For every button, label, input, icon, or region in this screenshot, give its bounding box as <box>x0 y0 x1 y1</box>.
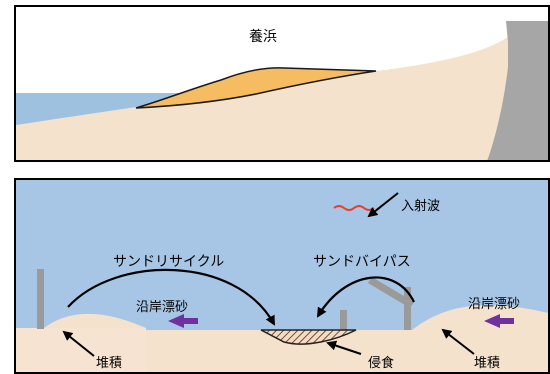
groin-left <box>37 269 44 329</box>
breakwater-diagonal <box>368 277 414 308</box>
nourishment-label: 養浜 <box>249 28 277 45</box>
erosion-pointer <box>326 340 362 355</box>
left-beach <box>16 328 146 372</box>
left-deposition-wedge <box>44 313 146 328</box>
deposition-left-label: 堆積 <box>96 356 122 371</box>
erosion-label: 侵食 <box>368 355 394 371</box>
seawall <box>487 21 548 160</box>
sand-management-diagram: 入射波 サンドリサイクル サンドバイパス 沿岸漂砂 沿岸漂砂 堆積 侵食 堆積 <box>16 192 548 372</box>
incident-wave-label: 入射波 <box>401 198 440 214</box>
sand-management-panel: 入射波 サンドリサイクル サンドバイパス 沿岸漂砂 沿岸漂砂 堆積 侵食 堆積 <box>14 178 550 374</box>
nourishment-layer <box>135 67 377 109</box>
shore-sand <box>146 330 548 372</box>
sand-recycle-label: サンドリサイクル <box>113 254 224 270</box>
deposition-left-pointer <box>62 330 95 357</box>
incident-wave-line <box>333 205 375 211</box>
sand-bypass-arc <box>316 276 415 318</box>
groin-right <box>404 287 411 330</box>
deposition-right-label: 堆積 <box>474 356 500 371</box>
sand-bypass-label: サンドバイパス <box>313 254 411 270</box>
longshore-drift-arrow-right <box>484 314 514 328</box>
deposition-right-pointer <box>441 328 475 355</box>
longshore-drift-label-right: 沿岸漂砂 <box>468 296 520 312</box>
groin-middle <box>340 310 347 330</box>
incident-wave-arrow <box>367 192 399 218</box>
beach-nourishment-panel: 養浜 <box>14 5 550 162</box>
longshore-drift-arrow-left <box>168 314 198 328</box>
beach-sand <box>16 37 548 160</box>
nourishment-profile-diagram: 養浜 <box>16 21 548 160</box>
erosion-zone <box>260 329 357 345</box>
sand-recycle-arc <box>67 268 275 326</box>
longshore-drift-label-left: 沿岸漂砂 <box>136 299 188 315</box>
